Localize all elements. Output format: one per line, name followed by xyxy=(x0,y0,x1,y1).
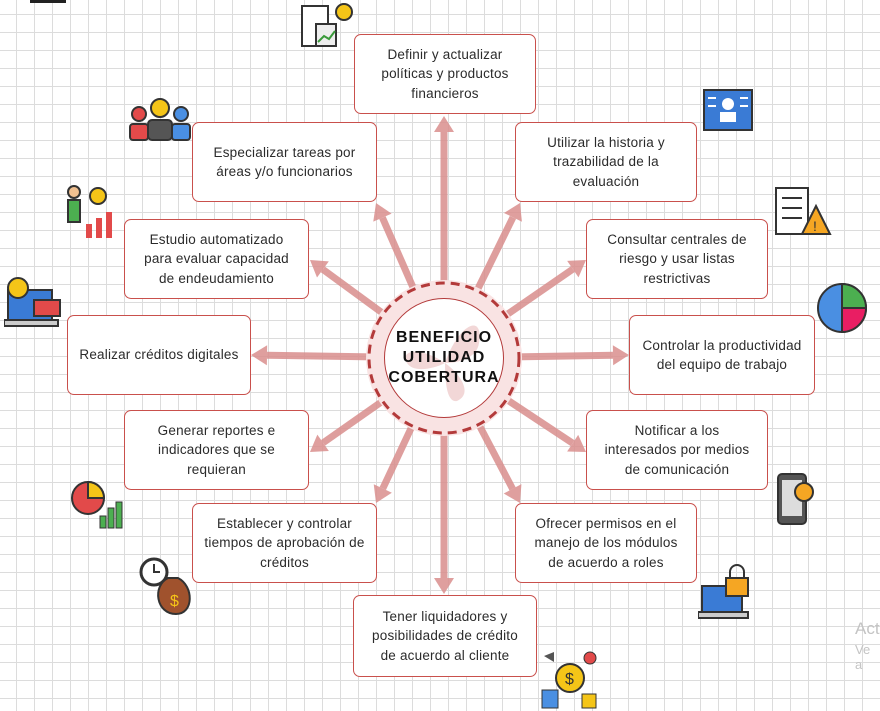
box-liquidadores: Tener liquidadores y posibilidades de cr… xyxy=(353,595,537,677)
box-text: Tener liquidadores y posibilidades de cr… xyxy=(372,608,518,663)
box-notificar: Notificar a los interesados por medios d… xyxy=(586,410,768,490)
arrow-7 xyxy=(373,421,417,503)
activation-watermark-title: Act xyxy=(855,619,880,638)
center-line-2: UTILIDAD xyxy=(402,349,486,366)
svg-text:$: $ xyxy=(170,593,179,610)
box-text: Estudio automatizado para evaluar capaci… xyxy=(144,231,289,286)
clock-money-bag-icon: $ xyxy=(139,557,191,616)
dashed-ring xyxy=(367,281,521,435)
box-definir-politicas: Definir y actualizar políticas y product… xyxy=(354,34,536,114)
window-edge xyxy=(30,0,66,3)
presenter-growth-icon xyxy=(67,185,112,238)
profile-screen-icon xyxy=(703,89,753,131)
box-text: Generar reportes e indicadores que se re… xyxy=(157,422,276,477)
box-reportes: Generar reportes e indicadores que se re… xyxy=(124,410,309,490)
box-productividad: Controlar la productividad del equipo de… xyxy=(629,315,815,395)
laptop-payment-icon xyxy=(4,277,61,327)
svg-text:$: $ xyxy=(565,671,574,688)
arrow-4 xyxy=(502,394,586,452)
box-text: Utilizar la historia y trazabilidad de l… xyxy=(547,134,665,189)
arrow-10 xyxy=(310,260,388,319)
box-text: Controlar la productividad del equipo de… xyxy=(642,337,802,373)
phone-notification-icon xyxy=(777,473,814,525)
arrow-1 xyxy=(472,203,522,295)
arrow-2 xyxy=(501,260,586,320)
box-text: Consultar centrales de riesgo y usar lis… xyxy=(607,231,747,286)
box-text: Especializar tareas por áreas y/o funcio… xyxy=(213,144,356,180)
box-tiempos-aprobacion: Establecer y controlar tiempos de aproba… xyxy=(192,503,377,583)
box-historia-trazabilidad: Utilizar la historia y trazabilidad de l… xyxy=(515,122,697,202)
box-text: Definir y actualizar políticas y product… xyxy=(381,46,509,101)
box-centrales-riesgo: Consultar centrales de riesgo y usar lis… xyxy=(586,219,768,299)
box-especializar-tareas: Especializar tareas por áreas y/o funcio… xyxy=(192,122,377,202)
center-line-1: BENEFICIO xyxy=(395,329,493,346)
box-text: Establecer y controlar tiempos de aproba… xyxy=(204,515,365,570)
checklist-warning-icon: ! xyxy=(775,187,832,235)
document-money-icon xyxy=(301,3,353,47)
arrow-0 xyxy=(434,116,454,286)
arrow-8 xyxy=(310,396,388,452)
box-creditos-digitales: Realizar créditos digitales xyxy=(67,315,251,395)
arrow-11 xyxy=(373,203,419,294)
center-line-3: COBERTURA xyxy=(388,369,500,386)
activation-watermark-subtitle: Ve a xyxy=(855,642,871,672)
box-text: Notificar a los interesados por medios d… xyxy=(604,422,750,477)
box-text: Ofrecer permisos en el manejo de los mód… xyxy=(534,515,678,570)
arrow-9 xyxy=(251,345,373,366)
marketing-money-icon: $ xyxy=(541,651,597,709)
butterfly-watermark-icon xyxy=(405,325,480,402)
central-concept: BENEFICIO UTILIDAD COBERTURA xyxy=(366,280,522,436)
box-text: Realizar créditos digitales xyxy=(79,347,239,363)
arrow-5 xyxy=(474,420,522,503)
arrow-3 xyxy=(515,345,629,366)
box-estudio-automatizado: Estudio automatizado para evaluar capaci… xyxy=(124,219,309,299)
team-people-icon xyxy=(129,98,191,141)
box-permisos-roles: Ofrecer permisos en el manejo de los mód… xyxy=(515,503,697,583)
laptop-lock-icon xyxy=(698,564,749,619)
arrow-6 xyxy=(434,430,454,594)
team-pie-chart-icon xyxy=(817,282,868,334)
svg-text:!: ! xyxy=(813,218,817,234)
pie-bar-chart-icon xyxy=(71,480,123,529)
